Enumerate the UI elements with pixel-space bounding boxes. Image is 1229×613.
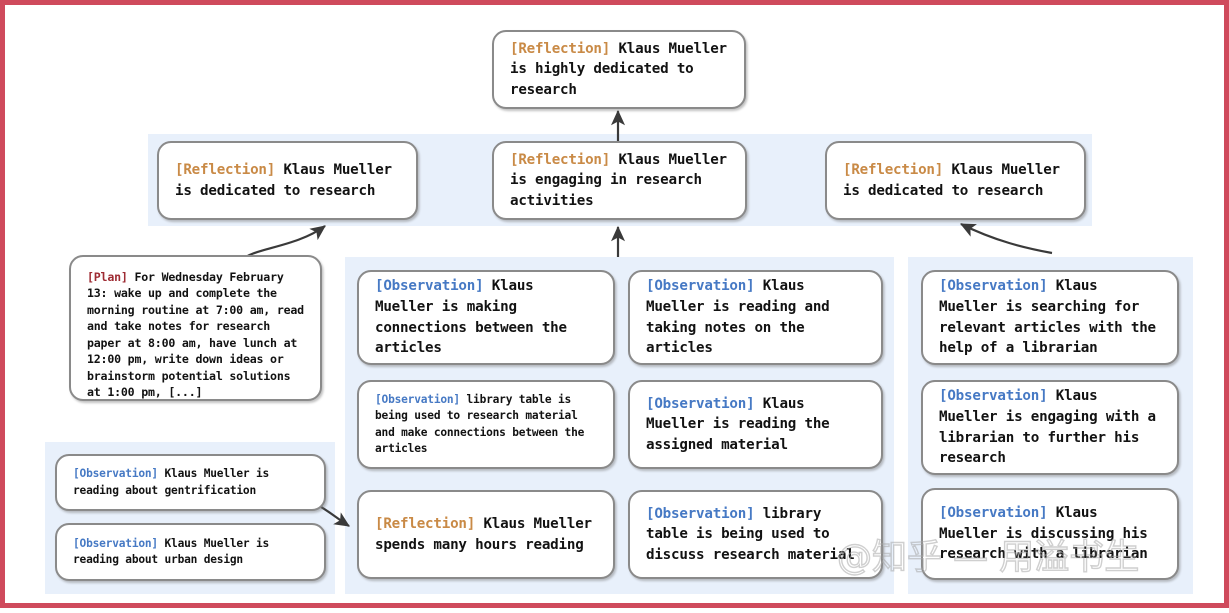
node-text: [Observation] Klaus Mueller is reading a… [73, 466, 310, 499]
node-body: Klaus Mueller is reading the assigned ma… [646, 395, 838, 453]
node-tag: [Observation] [646, 278, 755, 295]
node-tag: [Reflection] [510, 151, 611, 168]
node-obs-library-table-connections[interactable]: [Observation] library table is being use… [357, 380, 615, 469]
node-body: Klaus Mueller is making connections betw… [375, 278, 576, 357]
node-mid-right-reflection[interactable]: [Reflection] Klaus Mueller is dedicated … [825, 141, 1086, 220]
node-tag: [Observation] [939, 388, 1048, 405]
node-text: [Observation] Klaus Mueller is making co… [375, 276, 599, 358]
node-body: library table is being used to research … [375, 392, 591, 455]
node-obs-connections[interactable]: [Observation] Klaus Mueller is making co… [357, 270, 615, 365]
node-text: [Reflection] Klaus Mueller is highly ded… [510, 39, 730, 101]
node-text: [Reflection] Klaus Mueller is engaging i… [510, 150, 731, 212]
node-text: [Observation] Klaus Mueller is engaging … [939, 386, 1163, 468]
node-tag: [Reflection] [375, 515, 476, 532]
node-mid-left-reflection[interactable]: [Reflection] Klaus Mueller is dedicated … [157, 141, 418, 220]
node-text: [Observation] Klaus Mueller is reading a… [646, 276, 867, 358]
node-body: library table is being used to discuss r… [646, 505, 855, 563]
node-obs-searching-articles[interactable]: [Observation] Klaus Mueller is searching… [921, 270, 1179, 365]
node-body: Klaus Mueller is searching for relevant … [939, 278, 1165, 357]
node-body: Klaus Mueller is reading about gentrific… [73, 467, 276, 497]
node-tag: [Plan] [87, 270, 128, 284]
node-body: Klaus Mueller is dedicated to research [843, 161, 1069, 199]
node-obs-urban-design[interactable]: [Observation] Klaus Mueller is reading a… [55, 523, 326, 581]
node-obs-library-table-discuss[interactable]: [Observation] library table is being use… [628, 490, 883, 579]
node-body: Klaus Mueller is dedicated to research [175, 161, 401, 199]
node-tag: [Observation] [646, 395, 755, 412]
node-text: [Reflection] Klaus Mueller spends many h… [375, 514, 599, 555]
node-text: [Observation] library table is being use… [646, 504, 867, 566]
node-tag: [Observation] [375, 392, 460, 406]
node-mid-center-reflection[interactable]: [Reflection] Klaus Mueller is engaging i… [492, 141, 747, 220]
node-obs-discussing-librarian[interactable]: [Observation] Klaus Mueller is discussin… [921, 488, 1179, 580]
node-text: [Observation] Klaus Mueller is reading a… [73, 536, 310, 569]
node-text: [Reflection] Klaus Mueller is dedicated … [843, 160, 1070, 201]
node-reflection-hours-reading[interactable]: [Reflection] Klaus Mueller spends many h… [357, 490, 615, 579]
node-text: [Observation] library table is being use… [375, 392, 599, 457]
node-body: Klaus Mueller is engaging with a librari… [939, 388, 1165, 467]
node-obs-reading-taking-notes[interactable]: [Observation] Klaus Mueller is reading a… [628, 270, 883, 365]
node-tag: [Reflection] [843, 161, 944, 178]
node-text: [Plan] For Wednesday February 13: wake u… [87, 269, 306, 401]
node-body: Klaus Mueller is engaging in research ac… [510, 151, 736, 209]
node-obs-engaging-librarian[interactable]: [Observation] Klaus Mueller is engaging … [921, 380, 1179, 475]
node-body: Klaus Mueller is highly dedicated to res… [510, 40, 736, 98]
node-obs-assigned-material[interactable]: [Observation] Klaus Mueller is reading t… [628, 380, 883, 469]
node-tag: [Reflection] [175, 161, 276, 178]
node-tag: [Reflection] [510, 40, 611, 57]
node-obs-gentrification[interactable]: [Observation] Klaus Mueller is reading a… [55, 454, 326, 511]
node-text: [Reflection] Klaus Mueller is dedicated … [175, 160, 402, 201]
node-body: Klaus Mueller is reading and taking note… [646, 278, 838, 357]
node-body: Klaus Mueller is reading about urban des… [73, 536, 276, 566]
node-tag: [Observation] [646, 505, 755, 522]
node-tag: [Observation] [73, 467, 158, 481]
node-text: [Observation] Klaus Mueller is discussin… [939, 503, 1163, 565]
node-tag: [Observation] [375, 278, 484, 295]
node-root-reflection[interactable]: [Reflection] Klaus Mueller is highly ded… [492, 30, 746, 109]
node-tag: [Observation] [939, 278, 1048, 295]
node-body: Klaus Mueller is discussing his research… [939, 505, 1156, 563]
node-text: [Observation] Klaus Mueller is reading t… [646, 394, 867, 456]
node-tag: [Observation] [939, 505, 1048, 522]
diagram-canvas: [Reflection] Klaus Mueller is highly ded… [5, 5, 1229, 613]
node-body: For Wednesday February 13: wake up and c… [87, 270, 311, 400]
node-text: [Observation] Klaus Mueller is searching… [939, 276, 1163, 358]
node-plan[interactable]: [Plan] For Wednesday February 13: wake u… [69, 255, 322, 401]
node-tag: [Observation] [73, 536, 158, 550]
node-body: Klaus Mueller spends many hours reading [375, 515, 601, 553]
